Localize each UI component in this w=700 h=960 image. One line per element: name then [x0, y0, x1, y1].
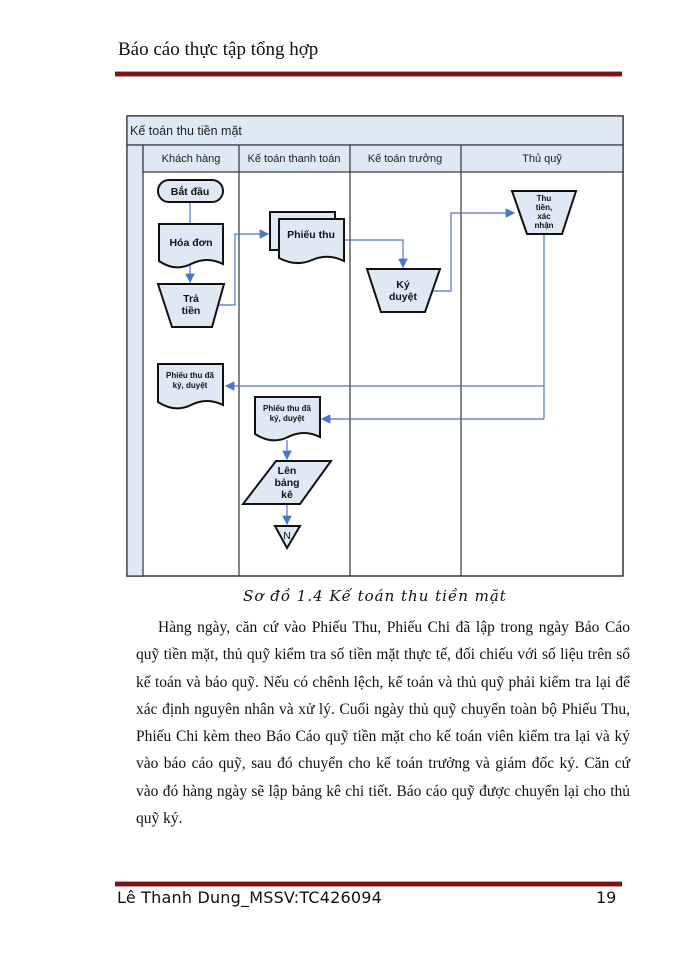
figure-caption: Sơ đồ 1.4 Kế toán thu tiền mặt — [243, 587, 507, 605]
body-paragraph: Hàng ngày, căn cứ vào Phiếu Thu, Phiếu C… — [136, 619, 630, 828]
svg-text:N: N — [283, 530, 291, 542]
invoice-document: Hóa đơn — [158, 223, 224, 269]
collect-manual-operation: Thu tiền, xác nhận — [510, 190, 578, 235]
header-rule — [115, 71, 622, 77]
svg-text:Phiếu thu đã: Phiếu thu đã — [166, 371, 215, 380]
start-terminator: Bắt đầu — [157, 179, 224, 203]
svg-text:bảng: bảng — [274, 477, 299, 489]
svg-text:Bắt đầu: Bắt đầu — [171, 185, 210, 198]
svg-text:nhận: nhận — [534, 221, 553, 230]
footer-author: Lê Thanh Dung_MSSV:TC426094 — [117, 888, 383, 907]
list-parallelogram: Lên bảng kê — [240, 460, 333, 505]
pay-manual-operation: Trả tiền — [156, 283, 226, 328]
svg-text:Lên: Lên — [278, 465, 297, 477]
lane-header: Khách hàng — [162, 153, 221, 165]
svg-text:Phiếu thu: Phiếu thu — [287, 229, 335, 241]
footer-rule — [115, 881, 622, 887]
end-offpage-connector: N — [273, 525, 302, 551]
svg-text:Phiếu thu đã: Phiếu thu đã — [263, 404, 312, 413]
diagram-title: Kế toán thu tiền mặt — [130, 124, 242, 138]
svg-text:Trả: Trả — [183, 293, 199, 305]
svg-text:ký, duyệt: ký, duyệt — [270, 414, 305, 423]
lane-header: Thủ quỹ — [522, 153, 562, 165]
svg-text:kê: kê — [281, 489, 293, 501]
svg-text:Thu: Thu — [537, 194, 552, 203]
svg-text:duyệt: duyệt — [389, 291, 418, 303]
svg-text:tiền,: tiền, — [536, 203, 552, 212]
page-number: 19 — [596, 888, 617, 907]
connectors — [185, 202, 545, 526]
signed-receipt-document: Phiếu thu đã ký, duyệt — [157, 363, 224, 410]
receipt-multi-document: Phiếu thu — [269, 211, 345, 264]
svg-text:Hóa đơn: Hóa đơn — [169, 237, 212, 249]
svg-text:xác: xác — [537, 212, 551, 221]
svg-text:tiền: tiền — [182, 305, 201, 317]
lane-header: Kế toán trưởng — [368, 153, 443, 165]
lane-header: Kế toán thanh toán — [248, 153, 341, 165]
flowchart: Kế toán thu tiền mặt Khách hàng Kế toán … — [126, 115, 624, 577]
running-header: Báo cáo thực tập tổng hợp — [118, 39, 319, 60]
approve-manual-operation: Ký duyệt — [365, 268, 442, 313]
svg-text:Ký: Ký — [396, 279, 410, 291]
signed-receipt-document: Phiếu thu đã ký, duyệt — [254, 396, 321, 442]
svg-text:ký, duyệt: ký, duyệt — [173, 381, 208, 390]
